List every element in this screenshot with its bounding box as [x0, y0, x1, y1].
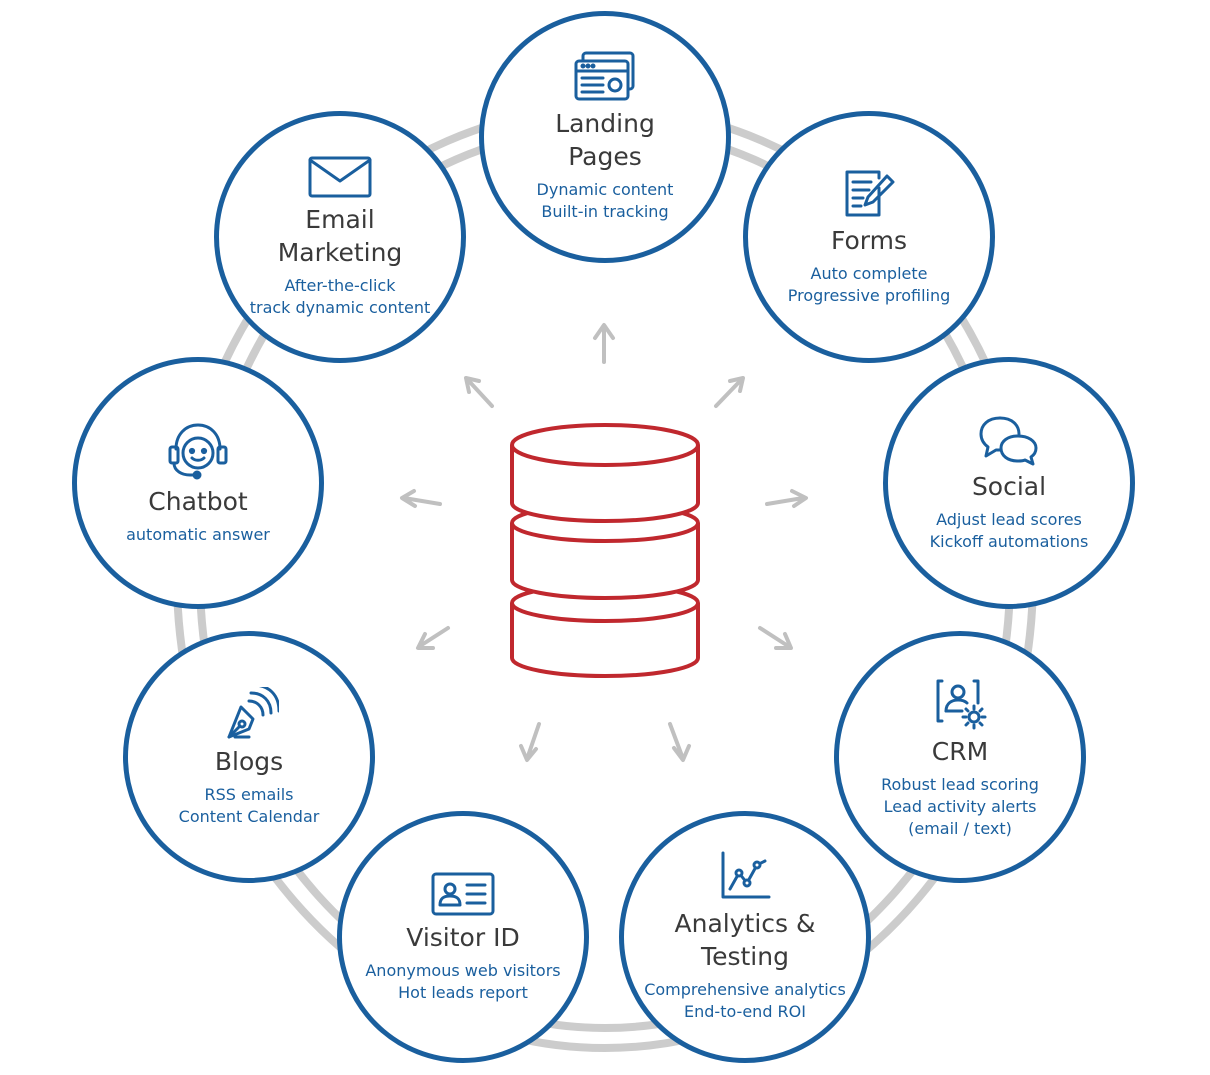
node-detail: Adjust lead scores [936, 509, 1082, 529]
node-detail: Auto complete [810, 263, 928, 283]
id-card-icon [431, 872, 495, 915]
node-title: Analytics & Testing [675, 907, 816, 973]
browser-window-icon [574, 51, 635, 101]
node-title: Chatbot [148, 485, 247, 518]
node-detail: Kickoff automations [929, 531, 1089, 551]
chat-bubbles-icon [979, 416, 1038, 465]
node-title-line: Analytics & [674, 909, 816, 938]
arrow-to-chatbot [400, 489, 442, 508]
node-landing-pages: Landing Pages Dynamic content Built-in t… [479, 11, 731, 263]
arrow-to-landing [593, 323, 615, 364]
database-icon [510, 423, 700, 678]
node-title: Visitor ID [406, 921, 519, 954]
envelope-icon [308, 156, 372, 198]
node-detail: Hot leads report [398, 982, 528, 1002]
headset-bot-icon [168, 423, 228, 479]
node-title-line: Forms [830, 225, 907, 255]
node-detail: Progressive profiling [787, 285, 951, 305]
node-detail: Anonymous web visitors [365, 960, 561, 980]
node-visitor-id: Visitor ID Anonymous web visitors Hot le… [337, 811, 589, 1063]
node-title: Blogs [215, 745, 283, 778]
node-detail: Robust lead scoring [881, 774, 1039, 794]
node-title-line: Marketing [277, 238, 403, 267]
node-detail: RSS emails [204, 784, 294, 804]
node-detail: (email / text) [908, 818, 1012, 838]
node-title-line: Pages [568, 142, 642, 171]
arrow-to-social [765, 489, 808, 508]
node-social: Social Adjust lead scores Kickoff automa… [883, 357, 1135, 609]
node-crm: CRM Robust lead scoring Lead activity al… [834, 631, 1086, 883]
node-chatbot: Chatbot automatic answer [72, 357, 324, 609]
arrow-to-visitor [519, 722, 541, 762]
node-title-line: Blogs [214, 746, 284, 776]
node-detail: Built-in tracking [541, 202, 669, 221]
node-title-line: Landing [555, 109, 655, 138]
node-detail: Dynamic content [536, 180, 674, 199]
node-title: CRM [932, 735, 988, 768]
pen-signal-icon [227, 686, 279, 738]
node-title-line: Email [305, 205, 375, 234]
node-detail: Lead activity alerts [883, 796, 1037, 816]
node-detail: End-to-end ROI [684, 1002, 806, 1021]
node-title-line: Chatbot [148, 486, 248, 516]
arrow-to-forms [714, 376, 745, 408]
node-title: Email Marketing [278, 203, 403, 269]
node-detail: After-the-click [284, 276, 396, 295]
node-detail: Comprehensive analytics [644, 980, 846, 999]
arrow-to-blogs [416, 626, 450, 650]
node-detail: Content Calendar [178, 806, 320, 826]
node-title-line: Visitor ID [406, 922, 520, 952]
node-title: Forms [831, 224, 907, 257]
node-analytics-testing: Analytics & Testing Comprehensive analyt… [619, 811, 871, 1063]
node-blogs: Blogs RSS emails Content Calendar [123, 631, 375, 883]
node-title-line: CRM [931, 736, 989, 766]
node-forms: Forms Auto complete Progressive profilin… [743, 111, 995, 363]
node-email-marketing: Email Marketing After-the-click track dy… [214, 111, 466, 363]
node-title-line: Social [971, 471, 1047, 501]
arrow-to-analytics [668, 722, 691, 762]
node-detail: automatic answer [126, 524, 270, 544]
line-chart-icon [721, 851, 771, 899]
arrow-to-email [464, 376, 494, 408]
arrow-to-crm [758, 626, 793, 650]
node-title-line: Testing [701, 942, 789, 971]
node-title: Social [972, 470, 1046, 503]
node-detail: track dynamic content [249, 298, 431, 317]
contact-settings-icon [936, 679, 987, 729]
node-title: Landing Pages [555, 107, 655, 173]
form-edit-icon [845, 170, 895, 216]
